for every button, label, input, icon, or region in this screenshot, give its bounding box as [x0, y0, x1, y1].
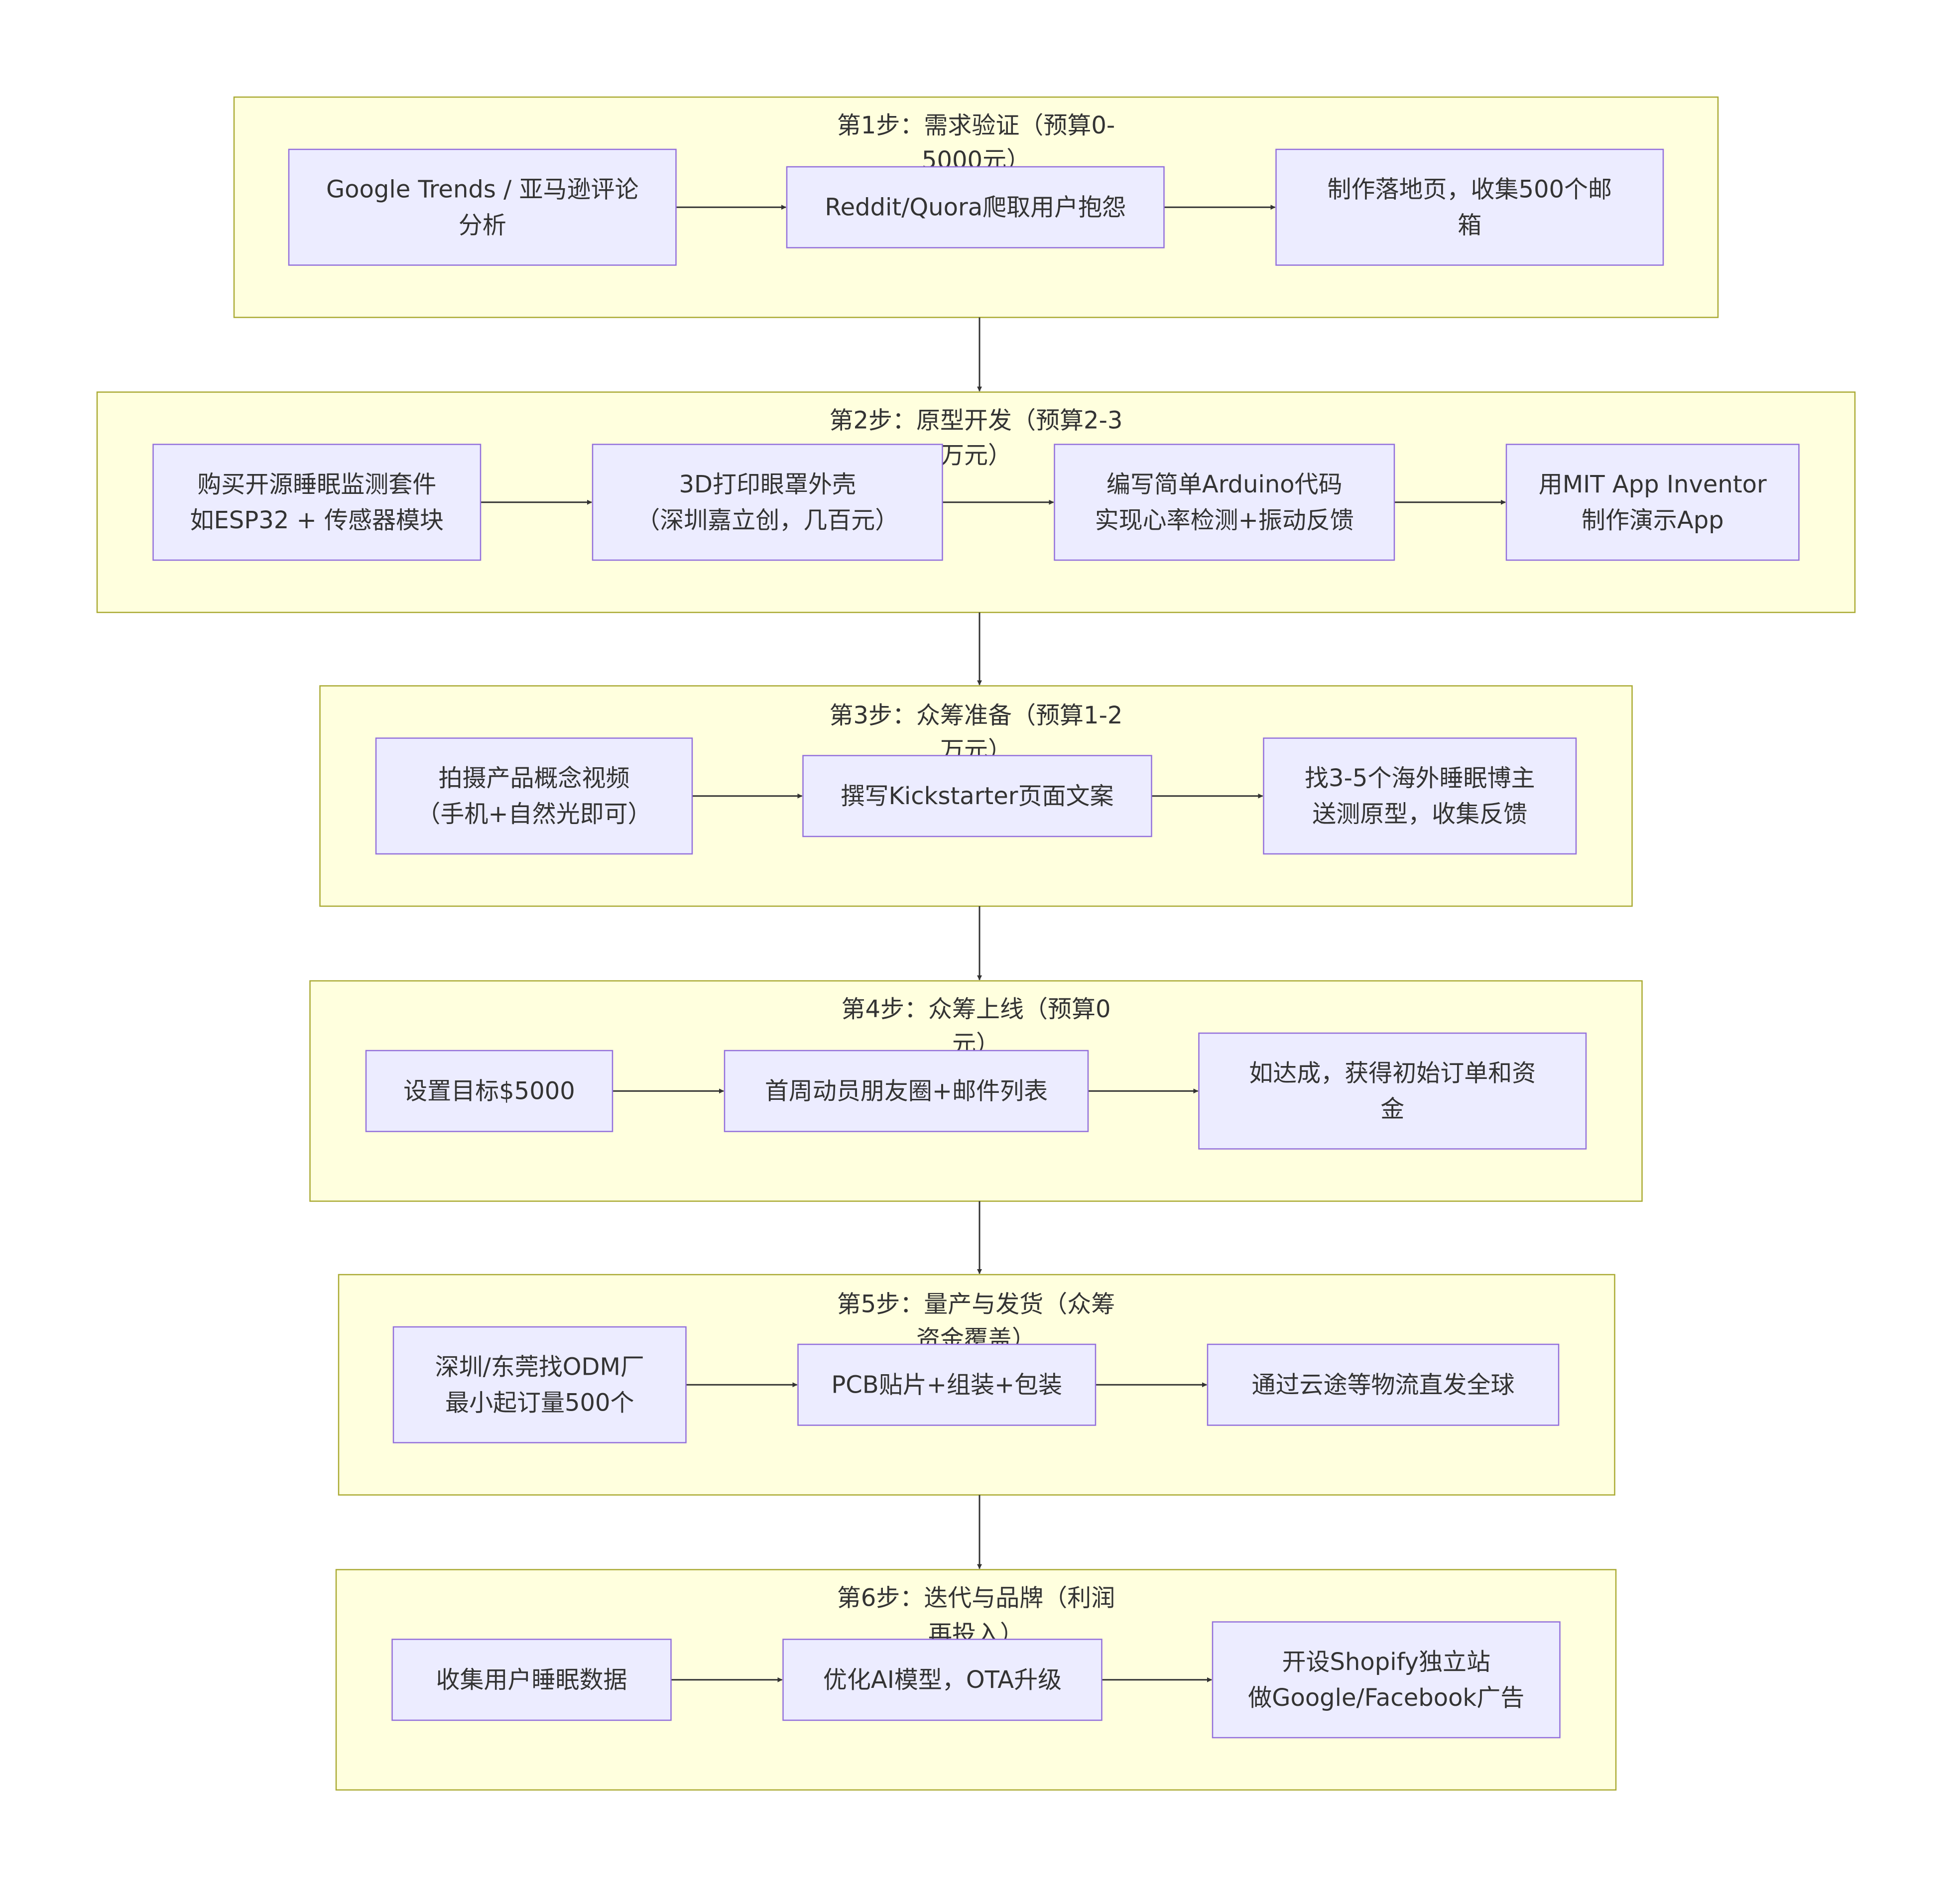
process-node-box — [592, 444, 943, 561]
process-node-label: 制作演示App — [1582, 506, 1724, 534]
process-node-label: 送测原型，收集反馈 — [1312, 800, 1527, 828]
process-node-box — [1263, 737, 1577, 855]
process-node-box — [288, 148, 677, 266]
process-node-box — [786, 166, 1165, 248]
process-node-label: Google Trends / 亚马逊评论 — [326, 175, 639, 203]
process-node-box — [1054, 444, 1395, 561]
process-node-label: 做Google/Facebook广告 — [1248, 1684, 1524, 1712]
process-node-label: 编写简单Arduino代码 — [1106, 471, 1343, 498]
stage-title: 万元） — [940, 442, 1012, 470]
process-node-label: 开设Shopify独立站 — [1282, 1648, 1490, 1676]
process-node-label: 如达成，获得初始订单和资 — [1249, 1059, 1536, 1087]
process-node-box — [1198, 1032, 1587, 1150]
process-node-label: 收集用户睡眠数据 — [436, 1666, 627, 1694]
process-node-label: 3D打印眼罩外壳 — [679, 471, 856, 498]
process-node-label: 实现心率检测+振动反馈 — [1095, 506, 1354, 534]
process-node-label: 如ESP32 + 传感器模块 — [190, 506, 444, 534]
stage-title: 第2步：原型开发（预算2-3 — [830, 407, 1123, 435]
process-node-label: 找3-5个海外睡眠博主 — [1305, 764, 1535, 792]
process-node: 收集用户睡眠数据 — [391, 1639, 672, 1721]
process-node-box — [1505, 444, 1800, 561]
process-node-label: 购买开源睡眠监测套件 — [197, 471, 436, 498]
process-node: 优化AI模型，OTA升级 — [782, 1639, 1102, 1721]
process-node-label: 首周动员朋友圈+邮件列表 — [765, 1077, 1048, 1105]
process-node: 首周动员朋友圈+邮件列表 — [724, 1050, 1089, 1132]
process-node: 3D打印眼罩外壳 （深圳嘉立创，几百元） — [592, 444, 943, 561]
process-node: 通过云途等物流直发全球 — [1207, 1343, 1560, 1426]
process-node-box — [1212, 1621, 1561, 1739]
process-node-label: 优化AI模型，OTA升级 — [823, 1666, 1062, 1694]
process-node-label: 制作落地页，收集500个邮 — [1327, 175, 1612, 203]
stage-title: 第1步：需求验证（预算0- — [837, 112, 1115, 139]
process-node-box — [152, 444, 482, 561]
process-node: 设置目标$5000 — [365, 1050, 613, 1132]
process-node-box — [782, 1639, 1102, 1721]
stage-title: 第3步：众筹准备（预算1-2 — [830, 702, 1123, 729]
process-node-box — [1207, 1343, 1560, 1426]
process-node: Reddit/Quora爬取用户抱怨 — [786, 166, 1165, 248]
process-node: PCB贴片+组装+包装 — [797, 1343, 1097, 1426]
process-node-box — [724, 1050, 1089, 1132]
process-node-box — [391, 1639, 672, 1721]
process-node-box — [802, 755, 1152, 837]
process-node-label: 设置目标$5000 — [403, 1077, 575, 1105]
process-node-label: 用MIT App Inventor — [1539, 471, 1767, 498]
process-node: 拍摄产品概念视频 （手机+自然光即可） — [375, 737, 693, 855]
process-node-box — [797, 1343, 1097, 1426]
process-node-label: 箱 — [1458, 211, 1481, 239]
process-node-box — [365, 1050, 613, 1132]
process-node-label: 通过云途等物流直发全球 — [1251, 1371, 1514, 1399]
process-node-box — [375, 737, 693, 855]
process-node: 撰写Kickstarter页面文案 — [802, 755, 1152, 837]
process-node-box — [392, 1326, 687, 1443]
process-node: 用MIT App Inventor 制作演示App — [1505, 444, 1800, 561]
process-node-label: 最小起订量500个 — [445, 1389, 634, 1417]
process-node-label: 金 — [1380, 1095, 1404, 1123]
process-node-label: 拍摄产品概念视频 — [438, 764, 629, 792]
process-node-label: （深圳嘉立创，几百元） — [636, 506, 899, 534]
process-node-label: PCB贴片+组装+包装 — [831, 1371, 1062, 1399]
process-node-label: 深圳/东莞找ODM厂 — [435, 1353, 644, 1381]
process-node-box — [1275, 148, 1664, 266]
process-node-label: 撰写Kickstarter页面文案 — [841, 782, 1113, 810]
process-node-label: Reddit/Quora爬取用户抱怨 — [825, 193, 1126, 221]
process-node-label: （手机+自然光即可） — [416, 800, 651, 828]
stage-title: 第4步：众筹上线（预算0 — [841, 995, 1110, 1023]
stage-title: 第5步：量产与发货（众筹 — [837, 1291, 1115, 1318]
process-node-label: 分析 — [459, 211, 506, 239]
stage-title: 第6步：迭代与品牌（利润 — [837, 1584, 1115, 1612]
